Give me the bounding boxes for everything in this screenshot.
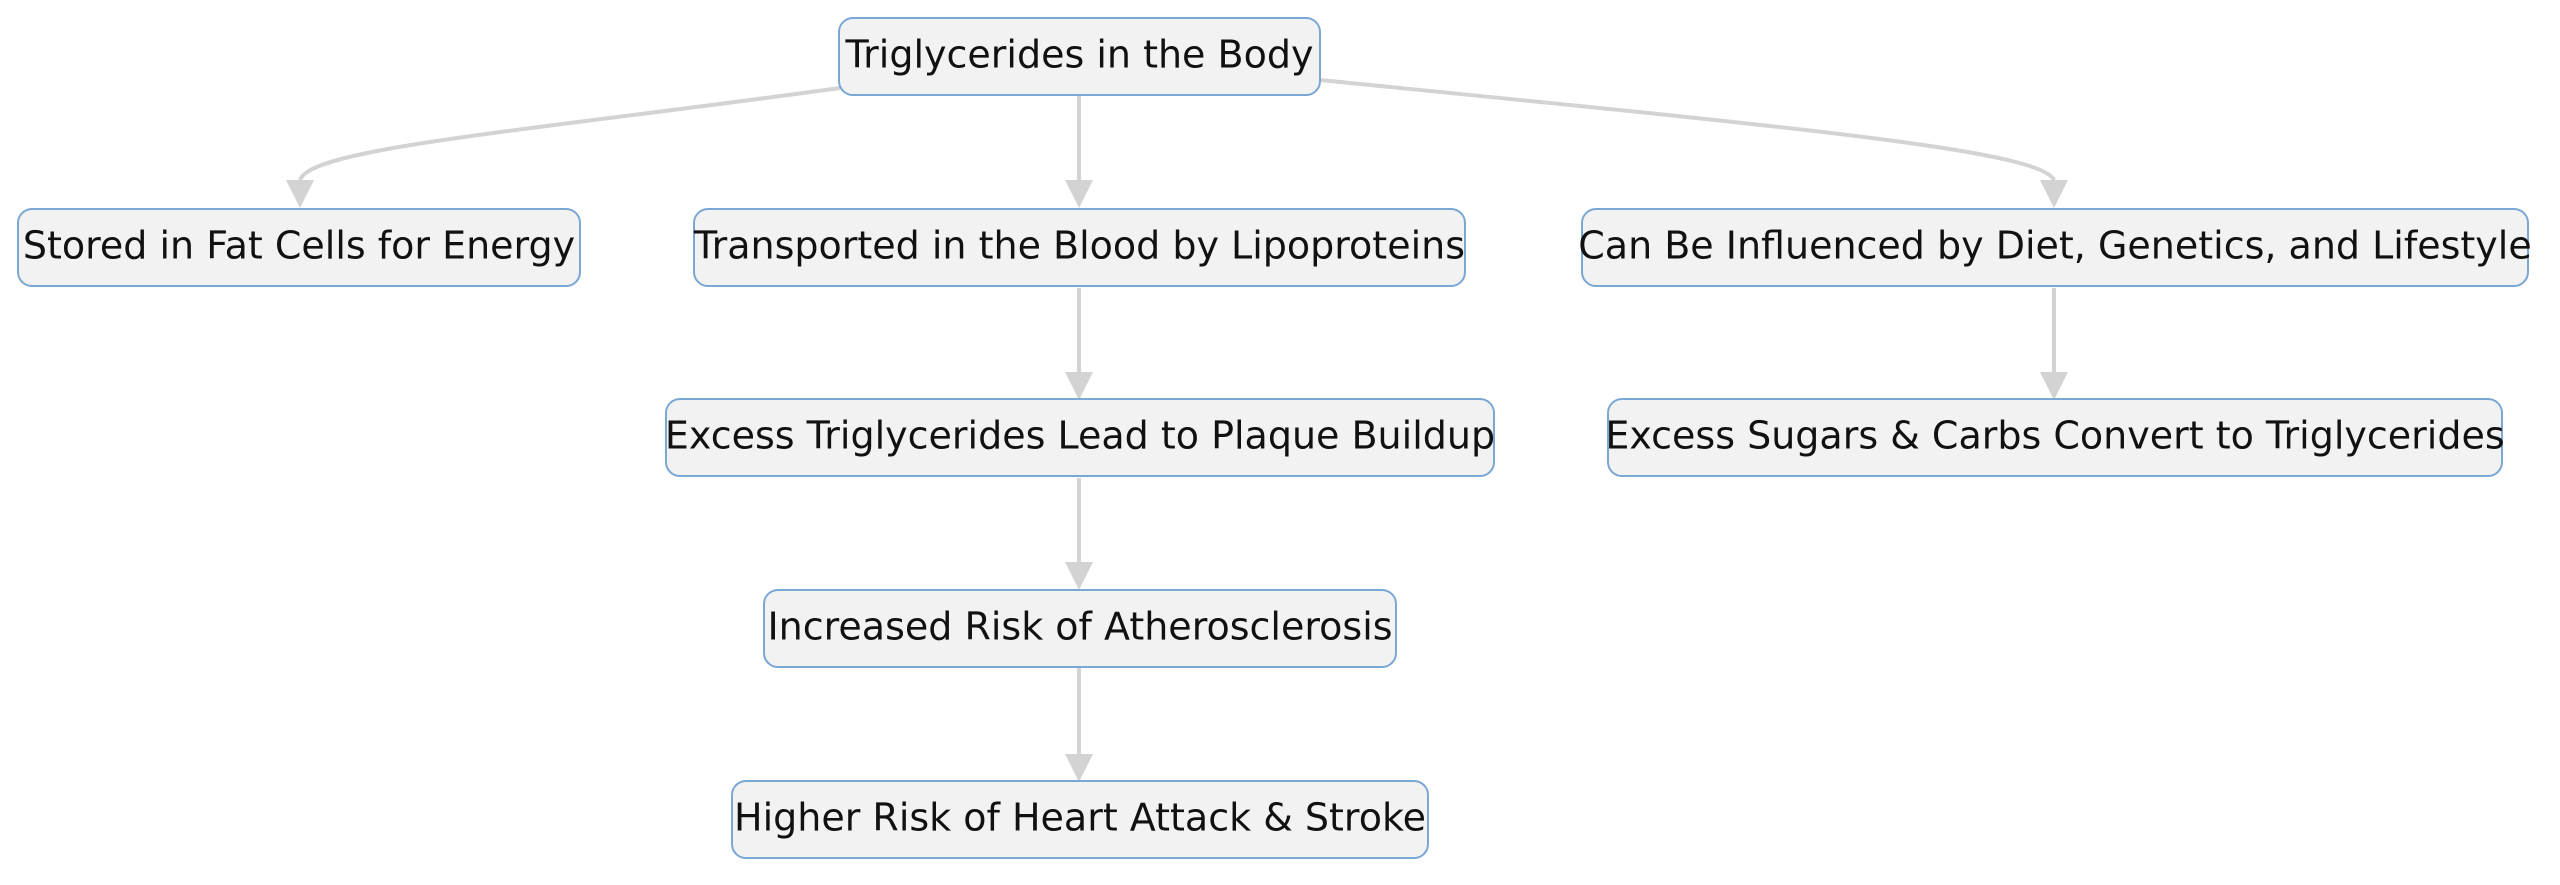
node-atherosclerosis-box [763,589,1397,668]
arrowhead-sugars [2040,372,2068,400]
node-heart-label: Higher Risk of Heart Attack & Stroke [734,796,1426,840]
node-transported[interactable]: Transported in the Blood by Lipoproteins [693,208,1466,287]
node-influenced[interactable]: Can Be Influenced by Diet, Genetics, and… [1578,208,2532,287]
arrowhead-influenced [2040,180,2068,208]
node-stored[interactable]: Stored in Fat Cells for Energy [17,208,581,287]
arrowhead-plaque [1065,372,1093,400]
node-stored-label: Stored in Fat Cells for Energy [23,224,575,268]
node-transported-label: Transported in the Blood by Lipoproteins [693,224,1465,268]
node-transported-box [693,208,1466,287]
node-stored-box [17,208,581,287]
node-sugars-box [1607,398,2503,477]
node-plaque-box [665,398,1495,477]
node-plaque[interactable]: Excess Triglycerides Lead to Plaque Buil… [665,398,1495,477]
arrowhead-transported [1065,180,1093,208]
node-heart[interactable]: Higher Risk of Heart Attack & Stroke [731,780,1429,859]
node-atherosclerosis-label: Increased Risk of Atherosclerosis [767,605,1392,649]
node-root-label: Triglycerides in the Body [845,33,1314,77]
node-plaque-label: Excess Triglycerides Lead to Plaque Buil… [665,414,1495,458]
node-sugars[interactable]: Excess Sugars & Carbs Convert to Triglyc… [1605,398,2505,477]
arrowhead-atherosclerosis [1065,562,1093,590]
arrowhead-stored [286,180,314,208]
node-influenced-box [1581,208,2529,287]
node-influenced-label: Can Be Influenced by Diet, Genetics, and… [1578,224,2531,268]
node-heart-box [731,780,1429,859]
node-sugars-label: Excess Sugars & Carbs Convert to Triglyc… [1605,414,2504,458]
node-root[interactable]: Triglycerides in the Body [838,17,1321,96]
edges [286,78,2068,782]
node-root-box [838,17,1321,96]
nodes: Triglycerides in the Body Stored in Fat … [17,17,2532,859]
edge-root-to-influenced [1319,78,2056,182]
node-atherosclerosis[interactable]: Increased Risk of Atherosclerosis [763,589,1397,668]
arrowhead-heart [1065,754,1093,782]
edge-root-to-stored [298,86,841,181]
